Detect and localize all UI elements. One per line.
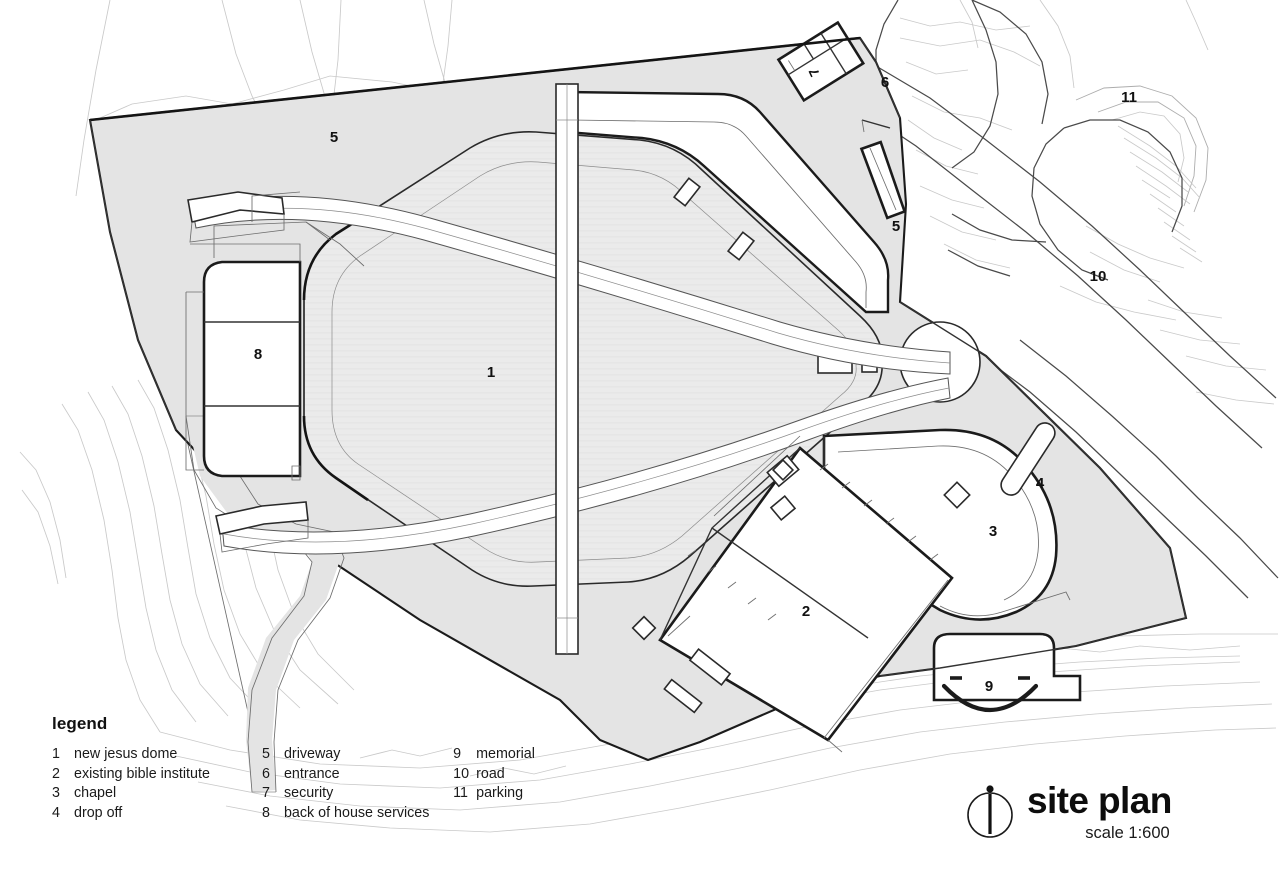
callout-4: 4 [1036, 475, 1045, 492]
legend-number: 1 [52, 746, 60, 762]
title-text-group: site plan scale 1:600 [1027, 780, 1172, 843]
legend-column-3: 9 memorial 10 road 11 parking [453, 745, 572, 804]
security-outline [776, 20, 866, 103]
entrance-gate [859, 140, 907, 220]
legend-item: 11 parking [453, 784, 572, 804]
memorial-arc [941, 683, 1039, 712]
northeast-plaza [564, 90, 890, 314]
legend-label: parking [476, 785, 524, 802]
legend-heading: legend [52, 714, 108, 733]
legend-number: 8 [261, 804, 270, 821]
legend-item: 4 drop off [52, 804, 262, 824]
drawing-scale: scale 1:600 [1085, 824, 1170, 842]
legend-label: chapel [74, 785, 117, 802]
legend-label: memorial [476, 746, 535, 762]
legend-number: 7 [261, 785, 270, 802]
legend-item: 8 back of house services [262, 804, 453, 824]
callout-2: 2 [802, 603, 810, 620]
dropoff-median-island [1000, 422, 1056, 496]
callout-11: 11 [1121, 89, 1137, 106]
legend-columns: 1 new jesus dome 2 existing bible instit… [52, 745, 572, 823]
legend-label: entrance [283, 765, 340, 782]
legend-number: 3 [52, 785, 60, 802]
title-block: site plan scale 1:600 [962, 780, 1172, 843]
existing-bible-institute [631, 435, 954, 753]
memorial [932, 632, 1082, 712]
legend-column-1: 1 new jesus dome 2 existing bible instit… [52, 745, 262, 823]
elevated-walkways [187, 191, 951, 555]
drop-off [1000, 422, 1056, 496]
legend-label: drop off [74, 804, 123, 821]
southwest-driveway-ramp [185, 415, 345, 793]
legend-item: 5 driveway [262, 745, 453, 765]
legend-number: 5 [261, 746, 270, 762]
security-kiosk [776, 20, 891, 133]
callout-3: 3 [989, 523, 997, 540]
site-boundary [89, 36, 1187, 677]
legend-number: 10 [453, 765, 470, 782]
legend-item: 10 road [453, 765, 572, 785]
legend-item: 2 existing bible institute [52, 765, 262, 785]
callout-10: 10 [1090, 268, 1107, 285]
legend-number: 6 [261, 765, 270, 782]
legend-item: 7 security [262, 784, 453, 804]
callout-5-driveway-west: 5 [330, 129, 338, 146]
legend-label: driveway [283, 746, 341, 762]
legend-item: 3 chapel [52, 784, 262, 804]
legend-label: existing bible institute [74, 765, 210, 782]
legend-number: 4 [52, 804, 60, 821]
legend-label: new jesus dome [74, 746, 178, 762]
callout-6: 6 [881, 74, 889, 91]
callout-1: 1 [487, 364, 495, 381]
plaza-rooflights [672, 177, 756, 261]
back-of-house-services [185, 191, 365, 481]
legend-label: back of house services [283, 804, 430, 821]
legend-number: 11 [453, 785, 468, 802]
central-spine [555, 83, 579, 655]
callout-9: 9 [985, 678, 993, 695]
legend-column-2: 5 driveway 6 entrance 7 security 8 back … [262, 745, 453, 823]
legend-item: 6 entrance [262, 765, 453, 785]
legend-number: 9 [453, 746, 462, 762]
legend-item: 1 new jesus dome [52, 745, 262, 765]
legend-label: road [476, 765, 505, 782]
chapel-skylight [943, 481, 971, 509]
legend: legend 1 new jesus dome 2 existing bible… [52, 714, 572, 823]
callout-5-driveway-east: 5 [892, 218, 900, 235]
page-title: site plan [1027, 780, 1172, 821]
legend-item: 9 memorial [453, 745, 572, 765]
legend-label: security [283, 785, 334, 802]
road-network [861, 0, 1279, 599]
legend-number: 2 [52, 765, 60, 782]
north-arrow-icon [962, 782, 1018, 840]
callout-8: 8 [254, 346, 262, 363]
